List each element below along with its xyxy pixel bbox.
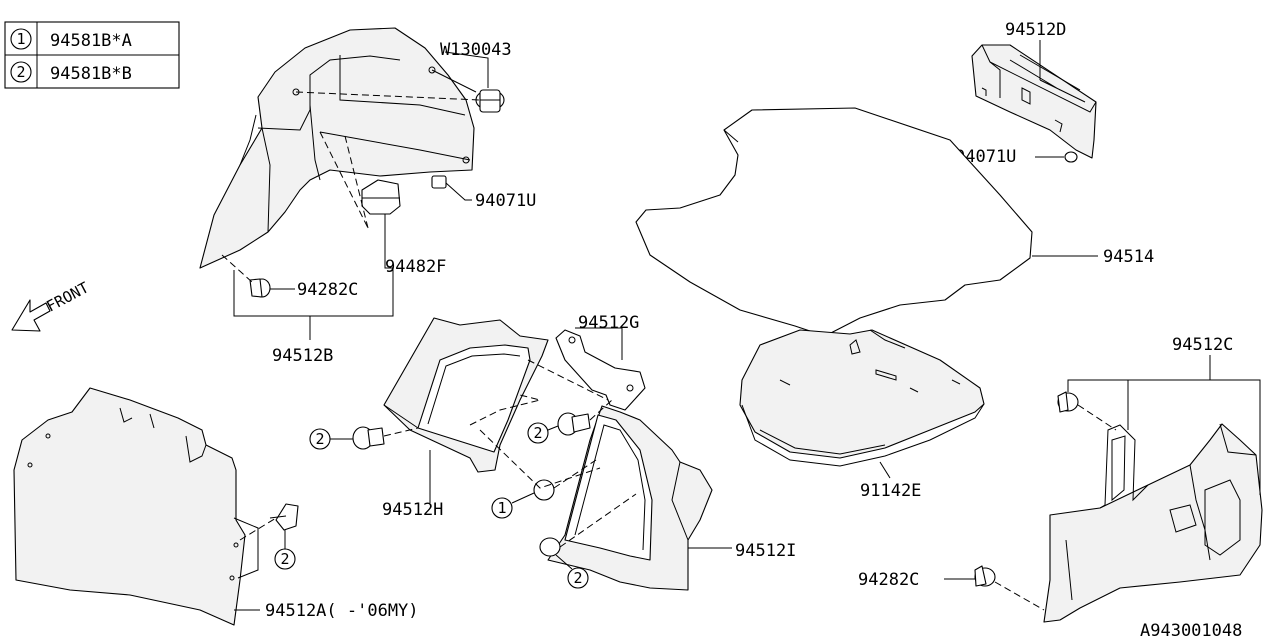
rear-trim-94512d <box>971 44 1097 159</box>
callout-94512b: 94512B <box>272 346 333 366</box>
quarter-trim-upper-left <box>199 27 475 269</box>
callout-94282c-right: 94282C <box>858 570 919 590</box>
trunk-trim-94512a <box>13 387 259 626</box>
clip-94512a <box>269 503 299 531</box>
callout-94512c: 94512C <box>1172 335 1233 355</box>
clip-94512c-top <box>1057 391 1079 413</box>
callout-94512g: 94512G <box>578 313 639 333</box>
front-label: FRONT <box>43 278 91 315</box>
svg-text:2: 2 <box>533 424 542 442</box>
legend-row-2: 2 94581B*B <box>10 61 132 84</box>
callout-94512a: 94512A( -'06MY) <box>265 601 419 621</box>
legend-table: 1 94581B*A 2 94581B*B <box>4 21 180 89</box>
callout-94514: 94514 <box>1103 247 1154 267</box>
bracket-94512g <box>555 329 646 411</box>
cover-94482f <box>361 179 401 215</box>
clip-ref1 <box>533 479 555 501</box>
clip-ref2-bottom <box>539 537 561 557</box>
callout-94512i: 94512I <box>735 541 796 561</box>
legend-part-2: 94581B*B <box>50 64 132 84</box>
front-direction-arrow: FRONT <box>11 278 92 332</box>
callout-w130043: W130043 <box>440 40 512 60</box>
callout-94482f: 94482F <box>385 257 446 277</box>
clip-94071u-right <box>1064 151 1078 163</box>
ref-marker-1: 1 <box>491 492 535 519</box>
legend-part-1: 94581B*A <box>50 31 132 51</box>
diagram-id: A943001048 <box>1140 621 1242 640</box>
legend-key-2: 2 <box>16 63 25 81</box>
svg-text:2: 2 <box>315 430 324 448</box>
clip-94071u-left <box>431 175 447 189</box>
ref-marker-2-center: 2 <box>527 422 559 444</box>
callout-94071u-left: 94071U <box>475 191 536 211</box>
callout-94282c-left: 94282C <box>297 280 358 300</box>
svg-text:1: 1 <box>497 499 506 517</box>
side-trim-94512c <box>1043 423 1263 623</box>
ref-marker-2-bottom: 2 <box>555 554 589 589</box>
legend-row-1: 1 94581B*A <box>10 28 132 51</box>
clip-94282c-left <box>249 278 271 298</box>
callout-94512d: 94512D <box>1005 20 1066 40</box>
trim-94512h <box>383 317 549 473</box>
clip-94282c-right <box>974 565 996 587</box>
callout-94512h: 94512H <box>382 500 443 520</box>
callout-91142e: 91142E <box>860 481 921 501</box>
floor-board-91142e <box>739 329 985 467</box>
trim-94512i <box>547 405 713 591</box>
svg-text:2: 2 <box>573 569 582 587</box>
clip-ref2-left <box>352 426 385 450</box>
legend-key-1: 1 <box>16 30 25 48</box>
clip-ref2-center <box>557 412 591 436</box>
svg-text:2: 2 <box>280 550 289 568</box>
trunk-mat-94514 <box>635 107 1033 337</box>
ref-marker-2-lowleft: 2 <box>274 530 296 570</box>
ref-marker-2-left: 2 <box>309 428 353 450</box>
clip-w130043 <box>475 89 505 113</box>
